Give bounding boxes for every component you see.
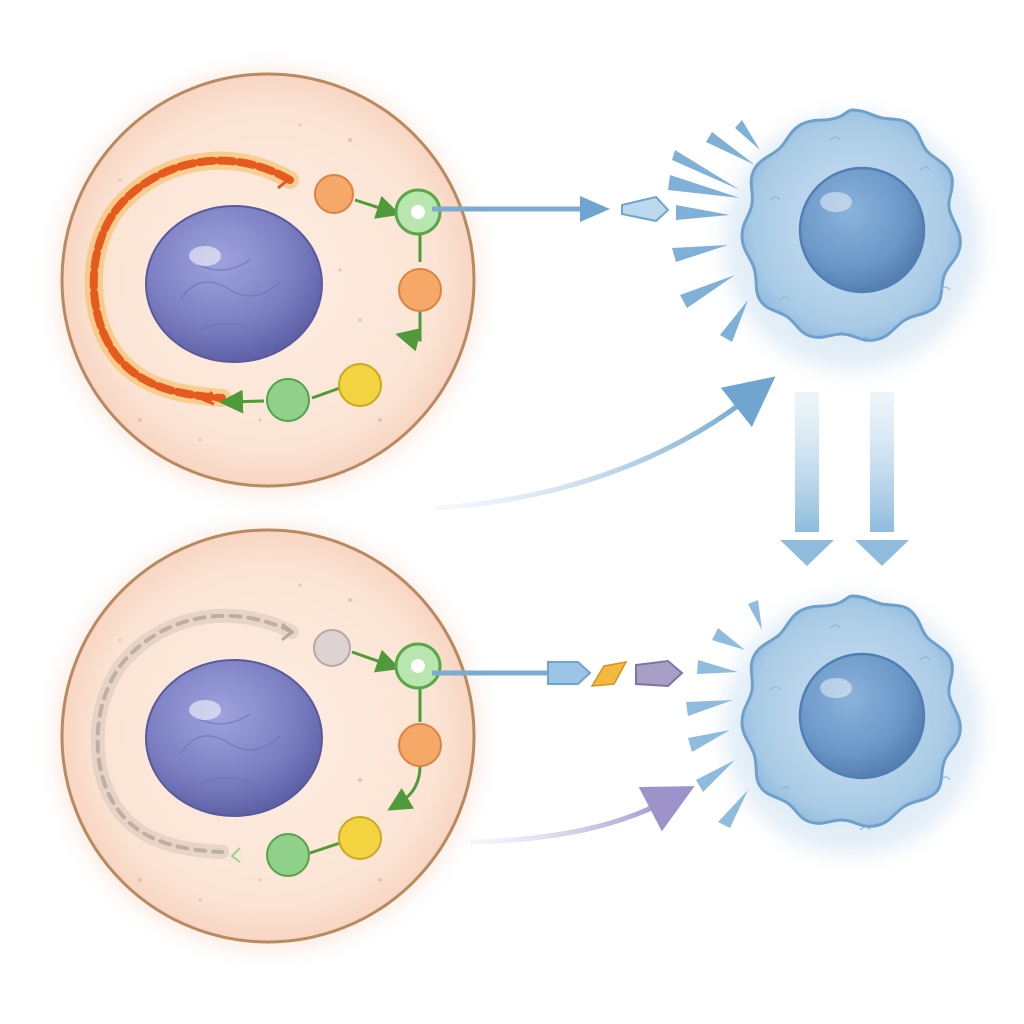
host-cell-inhibited <box>56 526 480 950</box>
ligand-fragment <box>621 195 670 223</box>
link-arrow <box>395 312 422 352</box>
immune-nucleus-highlight <box>820 192 852 212</box>
cytoplasm-speckles <box>118 583 382 902</box>
active-pathway-arc <box>84 151 299 407</box>
membrane-texture <box>769 136 951 341</box>
signaling-chain <box>230 629 442 877</box>
ligand-fragment-blue <box>547 661 592 685</box>
connector-arrow-bottom <box>432 659 684 688</box>
link-line <box>309 841 341 855</box>
down-arrow-pair <box>780 392 909 566</box>
membrane-texture <box>769 624 951 831</box>
link-arrow <box>387 765 422 811</box>
receptor-node-core <box>411 205 425 219</box>
signaling-chain <box>219 174 442 422</box>
signal-node-yellow <box>338 816 382 860</box>
signal-node-grey <box>313 629 351 667</box>
right-arrow-icon-head <box>580 196 610 222</box>
link-arrow <box>354 195 401 219</box>
connector-arrow-top <box>432 195 670 223</box>
receptor-node-core <box>411 659 425 673</box>
immune-cell-resting <box>686 594 980 854</box>
faded-pathway-arc <box>90 608 299 859</box>
down-arrow-icon-head <box>780 540 834 566</box>
curved-arrow-icon <box>469 786 695 845</box>
ligand-fragment-orange <box>590 660 628 687</box>
signal-node-orange <box>398 268 442 312</box>
curved-arrow-icon <box>435 376 776 511</box>
ligand-fragment-purple <box>635 659 684 688</box>
down-arrow-icon-head <box>855 540 909 566</box>
down-arrow-icon <box>870 392 894 532</box>
immune-cell-activated <box>668 108 980 370</box>
receptor-spikes <box>668 120 760 342</box>
nucleus <box>145 205 323 363</box>
signal-node-orange <box>398 723 442 767</box>
signal-node-orange <box>314 174 354 214</box>
link-arrow <box>219 389 265 414</box>
signal-node-green <box>266 378 310 422</box>
down-arrow-icon <box>795 392 819 532</box>
signal-node-yellow <box>338 363 382 407</box>
immune-nucleus <box>798 652 926 780</box>
faded-link <box>230 847 241 863</box>
cytoplasm-speckles <box>118 123 382 442</box>
nucleus <box>145 659 323 817</box>
immune-nucleus <box>798 166 926 294</box>
receptor-spikes <box>686 600 762 828</box>
link-line <box>311 386 341 400</box>
immune-nucleus-highlight <box>820 678 852 698</box>
signal-node-green <box>266 833 310 877</box>
link-arrow <box>351 649 401 673</box>
host-cell-active <box>56 70 480 494</box>
